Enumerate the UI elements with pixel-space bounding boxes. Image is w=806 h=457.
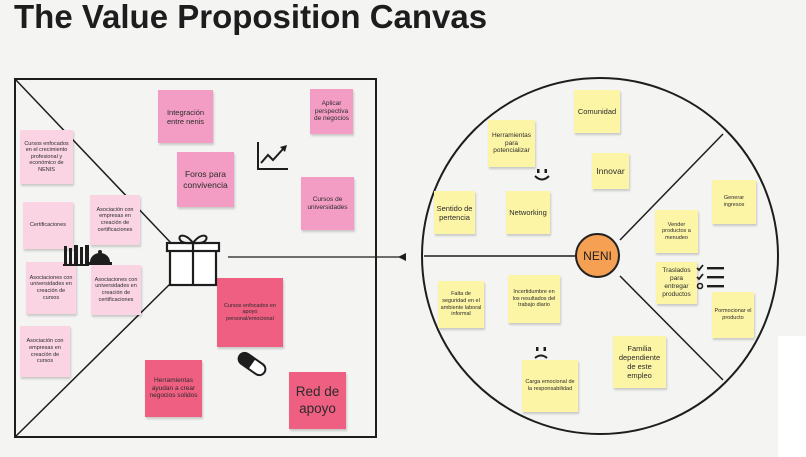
note-falta-seguridad[interactable]: Falta de seguridad en el ambiente labora… [438, 281, 484, 328]
customer-segment-neni[interactable]: NENI [575, 233, 620, 278]
note-carga-emocional[interactable]: Carga emocional de la responsabilidad [522, 360, 578, 412]
note-foros[interactable]: Foros para convivencia [177, 152, 234, 207]
frown-icon [534, 347, 548, 359]
note-certificaciones[interactable]: Certificaciones [23, 202, 73, 249]
note-asociacion-empresas-certificaciones[interactable]: Asociación con empresas en creación de c… [90, 195, 140, 245]
note-innovar[interactable]: Innovar [592, 153, 629, 189]
value-map-divider-bottom [14, 281, 173, 438]
note-networking[interactable]: Networking [506, 191, 550, 234]
note-incertidumbre[interactable]: Incertidumbre en los resultados del trab… [508, 275, 560, 323]
customer-profile-circle [421, 77, 779, 435]
customer-divider-bottom [619, 275, 724, 381]
note-integracion[interactable]: Integración entre nenis [158, 90, 213, 143]
smile-icon [534, 169, 550, 181]
note-cursos-apoyo[interactable]: Cursos enfocados en apoyo personal/emoci… [217, 278, 283, 347]
note-traslados[interactable]: Traslados para entregar productos [656, 262, 697, 304]
note-vender-productos[interactable]: Vender productos a menudeo [655, 210, 698, 253]
side-panel-edge [778, 336, 806, 457]
note-cursos-crecimiento[interactable]: Cursos enfocados en el crecimiento profe… [20, 130, 73, 184]
note-promocionar[interactable]: Pormocionar el producto [712, 292, 754, 338]
page-title: The Value Proposition Canvas [14, 0, 488, 35]
customer-divider-top [619, 133, 724, 241]
connector-arrowhead [398, 253, 406, 261]
value-map-divider-top [14, 78, 173, 245]
value-map-square [14, 78, 377, 438]
note-asociacion-empresas-cursos[interactable]: Asociación con empresas en creación de c… [20, 326, 70, 377]
note-cursos-universidades[interactable]: Cursos de universidades [301, 177, 354, 230]
note-asociaciones-universidades-cursos[interactable]: Asociaciones con universidades en creaci… [26, 262, 76, 314]
note-herramientas-potencializar[interactable]: Herramientas para potencializar [488, 120, 535, 167]
note-asociaciones-universidades-certificaciones[interactable]: Asociaciones con universidades en creaci… [91, 265, 141, 315]
product-shelf-icon [63, 245, 112, 266]
checklist-icon [696, 264, 724, 290]
note-aplicar-perspectiva[interactable]: Aplicar perspectiva de negocios [310, 89, 353, 134]
note-sentido-pertencia[interactable]: Sentido de pertencia [434, 191, 475, 234]
note-generar-ingresos[interactable]: Generar ingresos [712, 180, 756, 224]
gift-icon [165, 234, 221, 287]
note-herramientas-negocios[interactable]: Herramientas ayudan a crear negocios sol… [145, 360, 202, 417]
note-red-apoyo[interactable]: Red de apoyo [289, 372, 346, 429]
note-familia[interactable]: Familia dependiente de este empleo [613, 336, 666, 388]
customer-segment-label: NENI [583, 248, 612, 263]
chart-up-icon [257, 142, 288, 170]
pill-icon [237, 351, 267, 377]
note-comunidad[interactable]: Comunidad [574, 90, 620, 133]
